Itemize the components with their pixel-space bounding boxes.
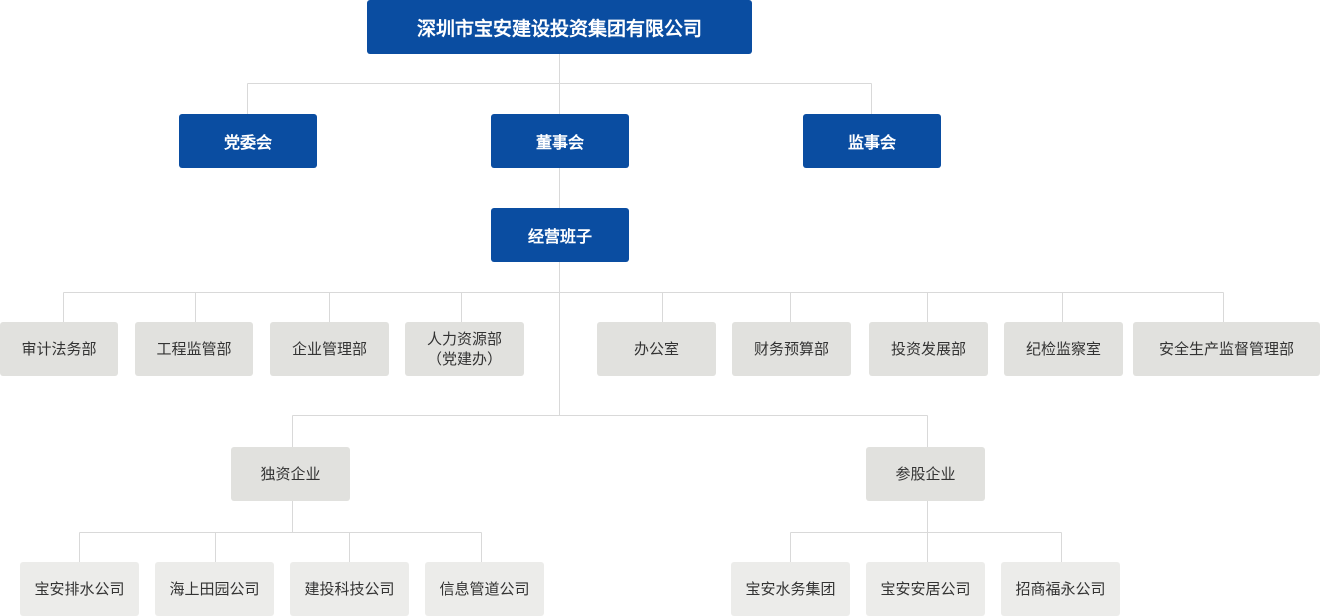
- node-dept-audit-legal: 审计法务部: [0, 322, 118, 376]
- node-dept-investment: 投资发展部: [869, 322, 988, 376]
- node-baoan-water: 宝安水务集团: [731, 562, 850, 616]
- node-dept-finance: 财务预算部: [732, 322, 851, 376]
- node-dept-office: 办公室: [597, 322, 716, 376]
- node-baoan-drainage: 宝安排水公司: [20, 562, 139, 616]
- node-baoan-anju: 宝安安居公司: [866, 562, 985, 616]
- node-root: 深圳市宝安建设投资集团有限公司: [367, 0, 752, 54]
- node-management: 经营班子: [491, 208, 629, 262]
- node-party-committee: 党委会: [179, 114, 317, 168]
- node-info-pipeline: 信息管道公司: [425, 562, 544, 616]
- node-supervisory-board: 监事会: [803, 114, 941, 168]
- node-dept-hr-line2: （党建办）: [426, 350, 502, 368]
- node-dept-engineering: 工程监管部: [135, 322, 253, 376]
- node-dept-hr-line1: 人力资源部: [426, 330, 502, 348]
- node-jiantou-tech: 建投科技公司: [290, 562, 409, 616]
- node-haishang-tianyuan: 海上田园公司: [155, 562, 274, 616]
- node-dept-enterprise-mgmt: 企业管理部: [270, 322, 389, 376]
- node-board: 董事会: [491, 114, 629, 168]
- node-dept-discipline: 纪检监察室: [1004, 322, 1123, 376]
- node-zhaoshang-fuyong: 招商福永公司: [1001, 562, 1120, 616]
- node-wholly-owned: 独资企业: [231, 447, 350, 501]
- node-equity-participation: 参股企业: [866, 447, 985, 501]
- node-dept-hr: 人力资源部 （党建办）: [405, 322, 524, 376]
- node-dept-safety: 安全生产监督管理部: [1133, 322, 1320, 376]
